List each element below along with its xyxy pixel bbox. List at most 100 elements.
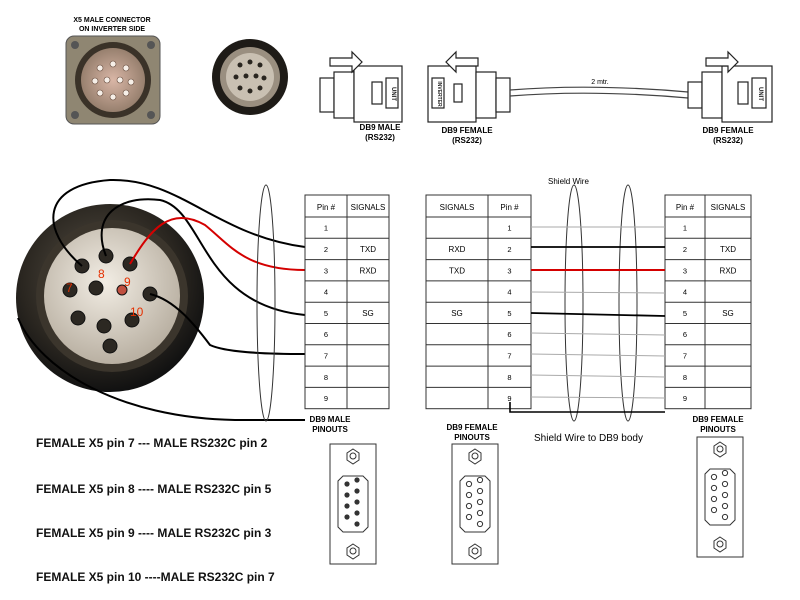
table-cell-pin: 5: [507, 309, 511, 318]
table-cell-pin: 6: [683, 330, 687, 339]
table-cell-sig: TXD: [720, 245, 736, 254]
table-cell-pin: 6: [324, 330, 328, 339]
connection-line-3: FEMALE X5 pin 9 ---- MALE RS232C pin 3: [36, 526, 272, 540]
connection-line-2: FEMALE X5 pin 8 ---- MALE RS232C pin 5: [36, 482, 272, 496]
table-cell-pin: 3: [324, 266, 328, 275]
table-header-pin: Pin #: [676, 203, 695, 212]
table-cell-sig: TXD: [449, 266, 465, 275]
table-cell-pin: 9: [683, 394, 687, 403]
arrow-right-icon: [329, 50, 363, 74]
table-cell-pin: 2: [324, 245, 328, 254]
table-cell-pin: 8: [683, 373, 687, 382]
shield-ellipse-right: [618, 184, 638, 422]
table-cell-pin: 7: [683, 351, 687, 360]
table-cell-pin: 4: [324, 288, 328, 297]
inverter-text: INVERTER: [436, 81, 442, 107]
cable-length: 2 mtr.: [591, 79, 609, 86]
wire-pin10-to-pin7: [149, 293, 306, 355]
x5-title-line2: ON INVERTER SIDE: [79, 26, 145, 33]
table-cell-pin: 1: [507, 224, 511, 233]
arrow-right-icon-2: [705, 50, 739, 74]
shield-wire-bottom: [509, 402, 665, 413]
shield-ellipse-left: [256, 184, 276, 422]
table-cell-pin: 4: [507, 288, 511, 297]
table-left-pinout: Pin # SIGNALS 1 2 TXD 3 RXD 4 5 SG 6 7 8 9: [304, 194, 390, 410]
table-cell-sig: SG: [722, 309, 734, 318]
unit-text-2: UNIT: [757, 87, 763, 101]
db9-front-left: [329, 443, 377, 565]
table-cell-pin: 3: [507, 266, 511, 275]
db9-female-plug-right: UNIT: [687, 65, 773, 123]
shield-ellipse-mid: [564, 184, 584, 422]
table-cell-pin: 5: [683, 309, 687, 318]
x5-wires: [17, 178, 306, 421]
round-connector-small: [212, 39, 288, 115]
table-header-pin: Pin #: [500, 203, 519, 212]
wire-pin9-to-pin3: [129, 216, 306, 271]
left-caption-1: DB9 MALE: [310, 415, 352, 424]
wire-mid5-right5: [530, 312, 666, 317]
left-caption-2: PINOUTS: [312, 425, 348, 434]
db9-female2-label: DB9 FEMALE: [702, 126, 754, 135]
db9-male-sub: (RS232): [365, 133, 395, 142]
pin-label-9: 9: [124, 275, 131, 289]
table-cell-pin: 8: [507, 373, 511, 382]
mid-caption-2: PINOUTS: [454, 433, 490, 442]
wire-pin8-to-pin5: [100, 198, 306, 316]
db9-female-sub: (RS232): [452, 136, 482, 145]
db9-male-label: DB9 MALE: [360, 123, 402, 132]
table-cell-sig: SG: [451, 309, 463, 318]
shield-wire-top-label: Shield Wire: [548, 177, 589, 186]
table-cell-pin: 1: [683, 224, 687, 233]
mid-caption-1: DB9 FEMALE: [446, 423, 498, 432]
table-cell-sig: RXD: [449, 245, 466, 254]
table-cell-pin: 7: [507, 351, 511, 360]
cable-line: [509, 86, 689, 93]
db9-male-plug: UNIT: [319, 65, 403, 123]
table-cell-pin: 5: [324, 309, 328, 318]
pin-label-8: 8: [98, 267, 105, 281]
unit-text-1: UNIT: [390, 87, 396, 101]
x5-connector-photo: X5 MALE CONNECTOR ON INVERTER SIDE: [65, 17, 161, 125]
db9-front-right: [696, 436, 744, 558]
db9-female-plug: INVERTER: [427, 65, 511, 123]
table-cell-sig: SG: [362, 309, 374, 318]
connection-line-1: FEMALE X5 pin 7 --- MALE RS232C pin 2: [36, 436, 268, 450]
right-caption-2: PINOUTS: [700, 425, 736, 434]
table-cell-sig: TXD: [360, 245, 376, 254]
table-cell-sig: RXD: [360, 266, 377, 275]
table-header-sig: SIGNALS: [440, 203, 475, 212]
wire-pin7-to-pin2: [52, 178, 306, 267]
right-caption-1: DB9 FEMALE: [692, 415, 744, 424]
cable-wires: [509, 226, 666, 413]
x5-connector-large: 7 8 9 10: [16, 204, 204, 392]
table-cell-pin: 2: [683, 245, 687, 254]
table-cell-pin: 4: [683, 288, 687, 297]
pin-label-10: 10: [130, 305, 144, 319]
shield-wire-left: [17, 317, 305, 421]
db9-female2-sub: (RS232): [713, 136, 743, 145]
pin-label-7: 7: [66, 281, 73, 295]
table-cell-pin: 3: [683, 266, 687, 275]
shield-wire-bottom-label: Shield Wire to DB9 body: [534, 433, 643, 444]
db9-front-mid: [451, 443, 499, 565]
table-header-pin: Pin #: [317, 203, 336, 212]
connection-line-4: FEMALE X5 pin 10 ----MALE RS232C pin 7: [36, 570, 275, 584]
x5-title-line1: X5 MALE CONNECTOR: [73, 17, 150, 24]
db9-female-label: DB9 FEMALE: [441, 126, 493, 135]
table-cell-pin: 1: [324, 224, 328, 233]
arrow-left-icon: [445, 50, 479, 74]
table-cell-pin: 9: [324, 394, 328, 403]
table-right-pinout: Pin # SIGNALS 1 2 TXD 3 RXD 4 5 SG 6 7 8 9: [664, 194, 752, 410]
table-cell-pin: 2: [507, 245, 511, 254]
table-header-sig: SIGNALS: [711, 203, 746, 212]
table-cell-pin: 8: [324, 373, 328, 382]
cable-overview: UNIT DB9 MALE (RS232) INVERTER DB9 FEMAL…: [319, 50, 773, 145]
table-header-sig: SIGNALS: [351, 203, 386, 212]
table-cell-sig: RXD: [720, 266, 737, 275]
table-cell-pin: 9: [507, 394, 511, 403]
table-cell-pin: 7: [324, 351, 328, 360]
